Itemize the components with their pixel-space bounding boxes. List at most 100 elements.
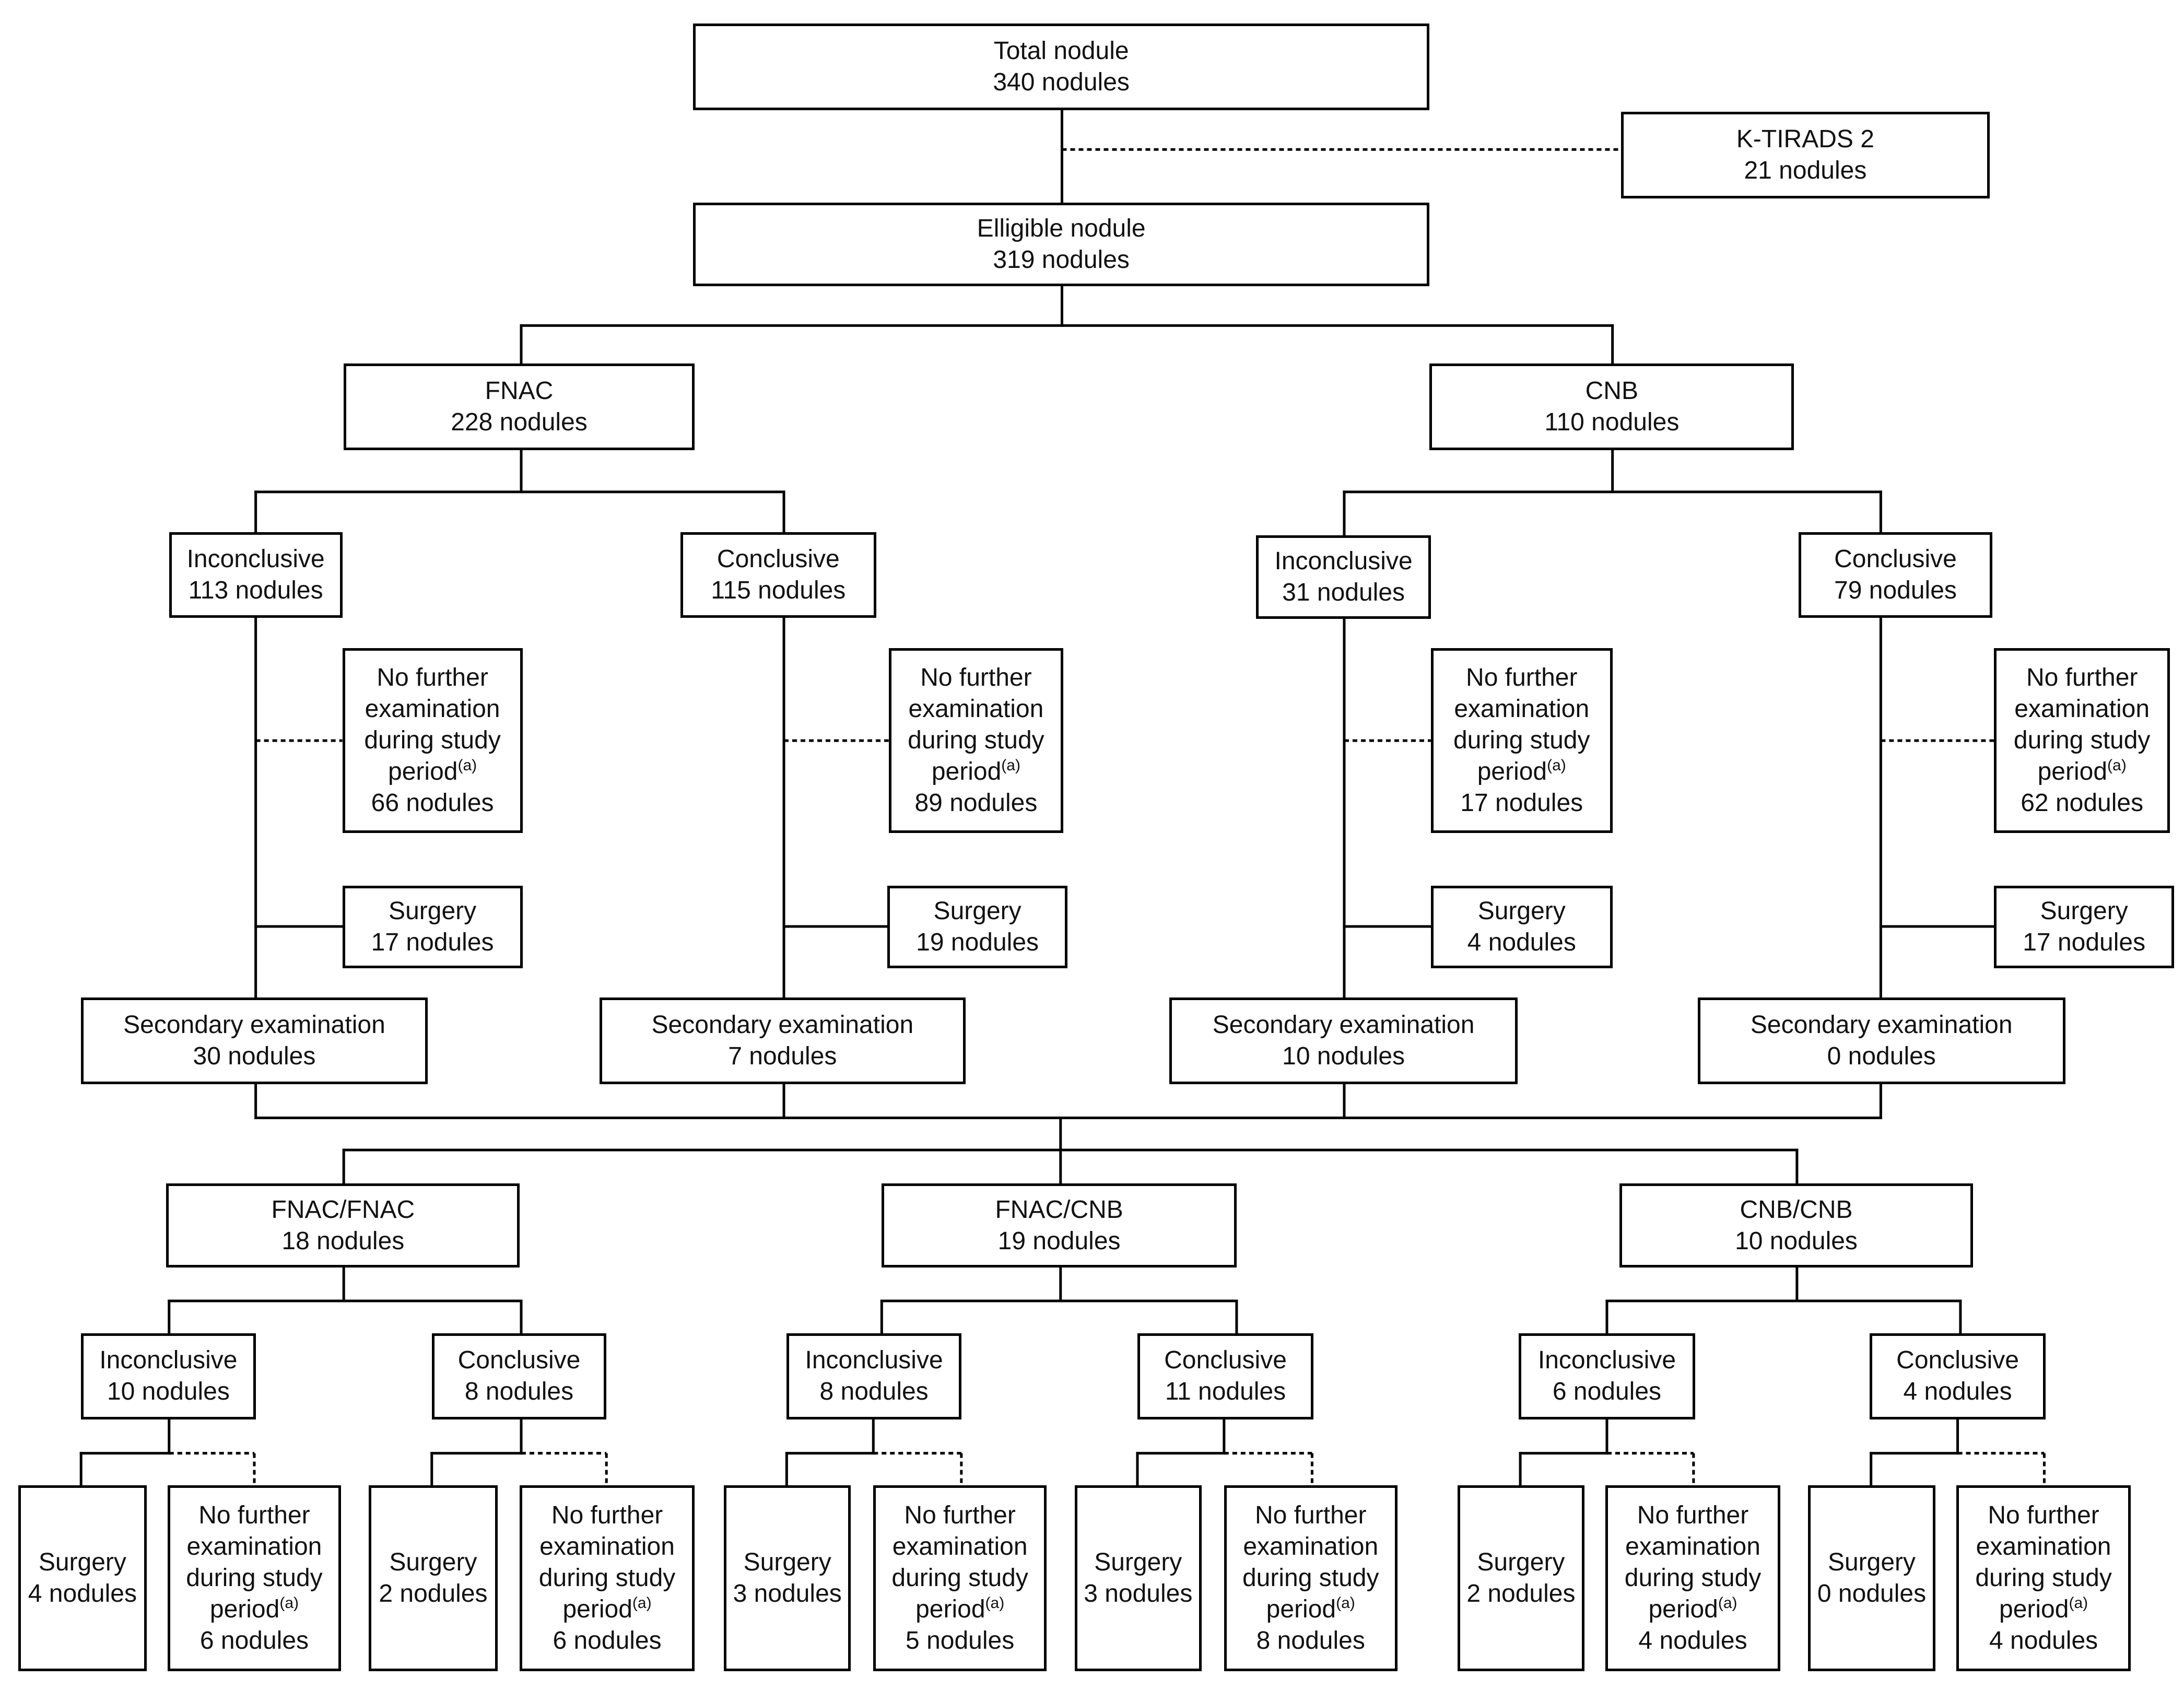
footnote-marker: (a) [1547, 757, 1566, 774]
node-count: 6 nodules [1552, 1378, 1662, 1406]
no-further-text: No further [920, 664, 1032, 692]
no-further-text: during study [1975, 1564, 2112, 1592]
no-further-text: No further [1466, 664, 1578, 692]
no-further-line: during study [908, 725, 1044, 756]
node-count: 4 nodules [1903, 1378, 2012, 1406]
node-count: 21 nodules [1744, 156, 1867, 184]
no-further-text: period [1266, 1595, 1336, 1624]
no-further-text: examination [1243, 1533, 1379, 1561]
no-further-text: No further [2026, 664, 2138, 692]
node-count: 6 nodules [553, 1627, 662, 1655]
node-count: 319 nodules [993, 246, 1130, 274]
node-count: 17 nodules [1460, 789, 1583, 817]
node-title: Surgery [1827, 1548, 1916, 1577]
footnote-marker: (a) [1718, 1594, 1737, 1612]
no-further-line: No further [198, 1500, 310, 1531]
no-further-line: during study [186, 1563, 323, 1594]
no-further-line: No further [1466, 662, 1577, 694]
no-further-line: during study [1625, 1563, 1762, 1594]
node-title: Surgery [933, 897, 1021, 925]
no-further-line: No further [551, 1500, 663, 1531]
no-further-line: period(a) [562, 1594, 651, 1625]
no-further-text: during study [2013, 726, 2151, 755]
node-count: 340 nodules [993, 68, 1130, 97]
node-count: 110 nodules [1544, 408, 1680, 436]
node-count: 4 nodules [1989, 1627, 2098, 1655]
node-count: 31 nodules [1282, 579, 1405, 607]
footnote-marker: (a) [1001, 757, 1020, 774]
no-further-text: period [2037, 758, 2108, 786]
node-title: Inconclusive [99, 1346, 238, 1375]
no-further-text: period [209, 1595, 280, 1624]
node-count: 0 nodules [1817, 1580, 1927, 1608]
node-count: 4 nodules [1467, 929, 1576, 957]
no-further-text: period [1999, 1595, 2069, 1624]
node-title: Surgery [743, 1548, 831, 1577]
node-count: 66 nodules [371, 789, 494, 817]
no-further-line: period(a) [210, 1594, 299, 1625]
node-count: 62 nodules [2021, 789, 2144, 817]
footnote-marker: (a) [457, 757, 477, 774]
no-further-text: examination [2014, 695, 2150, 723]
node-count: 4 nodules [28, 1580, 137, 1608]
node-count: 7 nodules [728, 1042, 837, 1071]
footnote-marker: (a) [2107, 757, 2127, 774]
node-title: Surgery [1477, 1548, 1565, 1577]
no-further-text: examination [1454, 695, 1590, 723]
node-count: 18 nodules [281, 1227, 405, 1255]
no-further-line: period(a) [2038, 756, 2127, 788]
node-title: FNAC/FNAC [271, 1195, 415, 1224]
no-further-text: examination [1625, 1533, 1760, 1561]
node-count: 8 nodules [464, 1378, 574, 1406]
no-further-line: period(a) [1477, 756, 1566, 788]
node-count: 89 nodules [914, 789, 1038, 817]
node-title: Total nodule [993, 37, 1129, 65]
node-title: Conclusive [1834, 545, 1957, 573]
no-further-line: period(a) [1648, 1594, 1737, 1625]
node-title: Inconclusive [1274, 547, 1413, 576]
no-further-line: examination [2014, 694, 2150, 725]
node-count: 4 nodules [1638, 1627, 1747, 1655]
node-count: 10 nodules [107, 1378, 230, 1406]
node-ff-inconclusive: Inconclusive 10 nodules [81, 1333, 256, 1420]
no-further-line: during study [364, 725, 501, 756]
node-title: Secondary examination [1212, 1011, 1475, 1039]
node-count: 6 nodules [199, 1627, 309, 1655]
no-further-text: examination [186, 1533, 322, 1561]
node-count: 11 nodules [1165, 1378, 1286, 1406]
no-further-line: No further [1988, 1500, 2099, 1531]
no-further-line: period(a) [1266, 1594, 1355, 1625]
node-count: 10 nodules [1282, 1042, 1405, 1071]
node-title: FNAC [485, 377, 554, 405]
no-further-line: examination [365, 694, 500, 725]
no-further-text: examination [1976, 1533, 2111, 1561]
no-further-text: during study [1242, 1564, 1379, 1592]
no-further-text: period [1477, 758, 1547, 786]
node-count: 8 nodules [819, 1378, 929, 1406]
node-count: 113 nodules [188, 577, 323, 604]
node-count: 10 nodules [1735, 1227, 1858, 1255]
node-count: 17 nodules [371, 929, 494, 957]
no-further-line: examination [187, 1531, 322, 1563]
